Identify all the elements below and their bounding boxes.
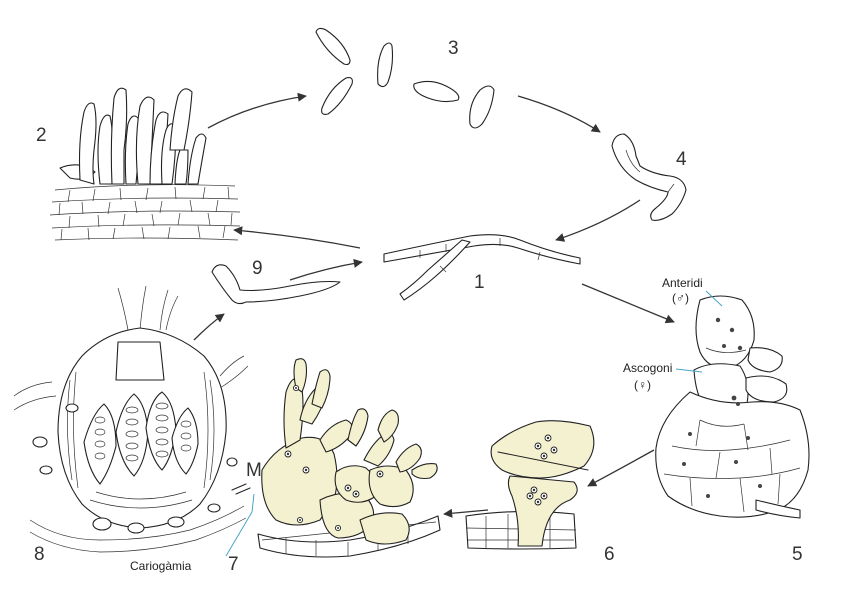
stage-3-number: 3 [448,38,459,59]
stage-4-germination-illustration: 4 [611,133,687,221]
stage-4-number: 4 [676,149,687,170]
arrow-6-to-7 [443,508,489,518]
antheridia-symbol: (♂) [672,291,689,305]
stage-7-ascogenous-hyphae-illustration: M Cariogàmia 7 [130,358,441,575]
stage-9-number: 9 [252,258,263,279]
ascogonia-symbol: (♀) [634,378,651,392]
stage-1-mycelium-illustration: 1 [383,234,581,301]
stage-5-number: 5 [792,544,803,565]
cycle-arrows [193,92,675,518]
arrow-3-to-4 [517,95,601,133]
meiosis-marker: M [246,460,262,481]
stage-7-number: 7 [228,554,239,575]
stage-2-conidiophores-illustration: 2 [36,87,241,241]
arrow-4-to-1 [555,199,641,242]
stage-9-ascospore-illustration: 9 [211,258,341,305]
stage-2-number: 2 [36,125,47,146]
stage-6-number: 6 [604,544,615,565]
arrow-8-to-9 [193,313,225,341]
arrow-1-to-5 [581,283,675,324]
stage-3-conidia-illustration: 3 [315,27,495,129]
stage-8-perithecium-illustration: 8 [13,285,249,565]
arrow-9-to-1 [289,258,363,281]
antheridia-label: Anteridi [662,276,703,290]
ascogonia-label: Ascogoni [623,361,672,375]
stage-5-gametangia-illustration: Anteridi (♂) Ascogoni (♀) 5 [623,276,810,565]
karyogamy-label: Cariogàmia [130,559,192,573]
arrow-2-to-3 [207,92,307,129]
arrow-1-to-2 [233,226,361,249]
stage-1-number: 1 [474,272,485,293]
stage-8-number: 8 [34,544,45,565]
arrow-5-to-6 [587,449,655,487]
stage-6-plasmogamy-illustration: 6 [465,420,615,565]
